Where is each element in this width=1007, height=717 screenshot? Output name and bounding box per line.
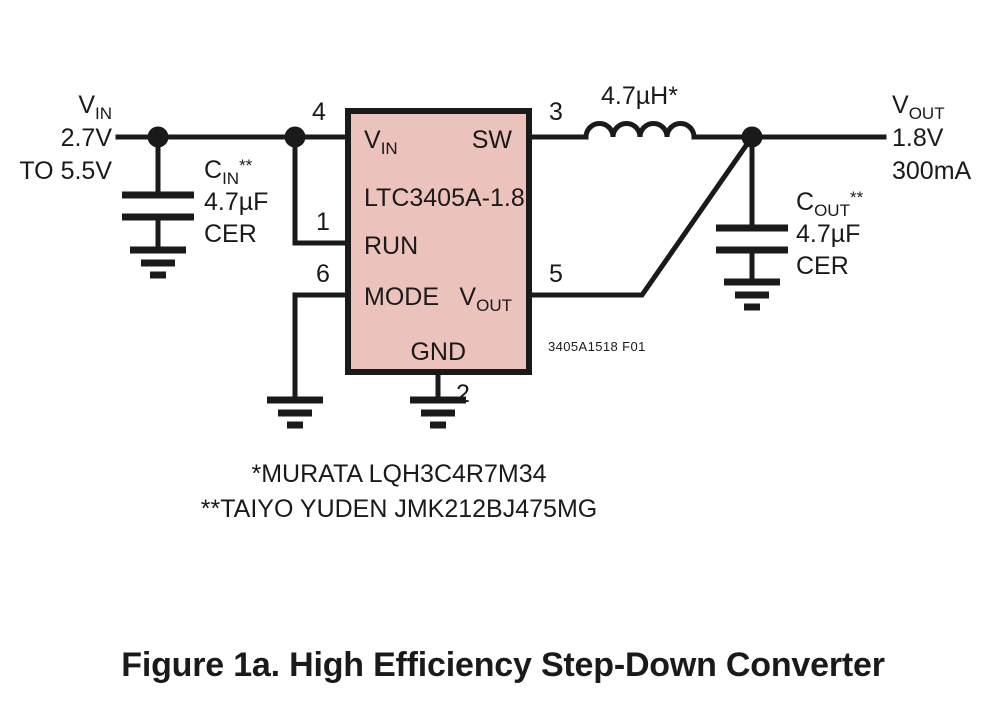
footnote-inductor: *MURATA LQH3C4R7M34 xyxy=(252,460,547,488)
ic-part-number: LTC3405A-1.8 xyxy=(364,184,525,212)
input-rail-name: VIN xyxy=(78,91,112,123)
input-voltage-range: TO 5.5V xyxy=(19,157,112,185)
wire-mode-to-gnd xyxy=(292,292,351,403)
drawing-id-label: 3405A1518 F01 xyxy=(548,339,646,354)
ic-pin-label-gnd: GND xyxy=(410,338,466,366)
cin-type-label: CER xyxy=(204,220,257,248)
cout-value-label: 4.7µF xyxy=(796,220,860,248)
ic-pin-label-vin: VIN xyxy=(364,126,398,158)
ic-pin-label-mode: MODE xyxy=(364,283,439,311)
pin-number-1: 1 xyxy=(316,208,330,236)
footnote-capacitor: **TAIYO YUDEN JMK212BJ475MG xyxy=(201,495,597,523)
ic-pin-label-run: RUN xyxy=(364,232,418,260)
inductor-value-label: 4.7µH* xyxy=(601,82,678,110)
input-voltage: 2.7V xyxy=(61,124,113,152)
cout-type-label: CER xyxy=(796,252,849,280)
figure-caption: Figure 1a. High Efficiency Step-Down Con… xyxy=(121,646,885,684)
pin-number-3: 3 xyxy=(549,98,563,126)
ic-pin-label-vout: VOUT xyxy=(459,283,512,315)
output-rail-name: VOUT xyxy=(892,91,945,123)
ground-symbol-ic xyxy=(410,396,466,429)
ic-border xyxy=(345,108,532,375)
output-voltage: 1.8V xyxy=(892,124,944,152)
pin-number-4: 4 xyxy=(312,98,326,126)
ground-symbol-mode xyxy=(267,396,323,429)
ic-pin-label-sw: SW xyxy=(472,126,513,154)
ground-symbol-cin xyxy=(130,246,186,279)
pin-number-5: 5 xyxy=(549,260,563,288)
capacitor-symbol-cout xyxy=(716,224,788,285)
pin-number-2: 2 xyxy=(456,380,470,408)
cin-value-label: 4.7µF xyxy=(204,188,268,216)
pin-number-6: 6 xyxy=(316,260,330,288)
capacitor-symbol-cin xyxy=(122,191,194,253)
ground-symbol-cout xyxy=(724,278,780,311)
inductor-coil-symbol xyxy=(583,121,697,140)
ic-fill xyxy=(351,114,526,369)
wire-feedback-vout-pin5 xyxy=(526,133,756,298)
cin-ref-label: CIN** xyxy=(204,156,253,188)
cout-ref-label: COUT** xyxy=(796,188,864,220)
wire-run-to-vin xyxy=(292,134,351,246)
output-current: 300mA xyxy=(892,157,972,185)
